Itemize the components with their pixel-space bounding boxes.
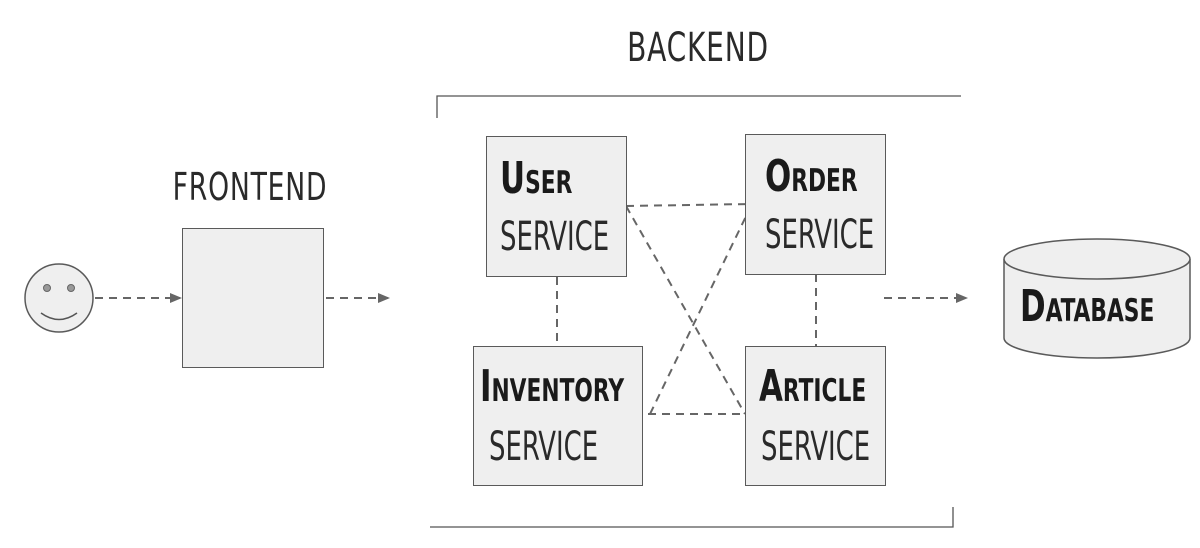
order-service-box: Order service: [745, 134, 886, 275]
inventory-service-kind: service: [489, 424, 599, 470]
order-service-name: Order: [765, 151, 858, 202]
inventory-service-box: Inventory service: [473, 346, 643, 486]
database-cylinder-icon: [1003, 238, 1191, 359]
user-service-kind: service: [500, 214, 610, 260]
backend-bracket: [430, 95, 961, 528]
inventory-service-name: Inventory: [480, 361, 625, 412]
connection-inventory-order: [649, 203, 753, 415]
article-service-name: Article: [759, 361, 867, 412]
smiley-user-icon: [24, 263, 94, 333]
article-service-box: Article service: [745, 346, 886, 486]
user-service-box: User service: [486, 136, 627, 277]
connection-user-article: [625, 205, 746, 415]
backend-bracket-top: [436, 95, 961, 118]
article-service-kind: service: [761, 424, 871, 470]
user-service-name: User: [500, 153, 573, 204]
backend-title: Backend: [627, 25, 769, 71]
order-service-kind: service: [765, 212, 875, 258]
database-label: Database: [1020, 281, 1155, 332]
frontend-title: Frontend: [172, 165, 328, 209]
frontend-box: [182, 228, 324, 368]
connection-user-order: [625, 203, 752, 207]
service-connections: [556, 203, 817, 415]
backend-bracket-bottom: [430, 507, 954, 528]
